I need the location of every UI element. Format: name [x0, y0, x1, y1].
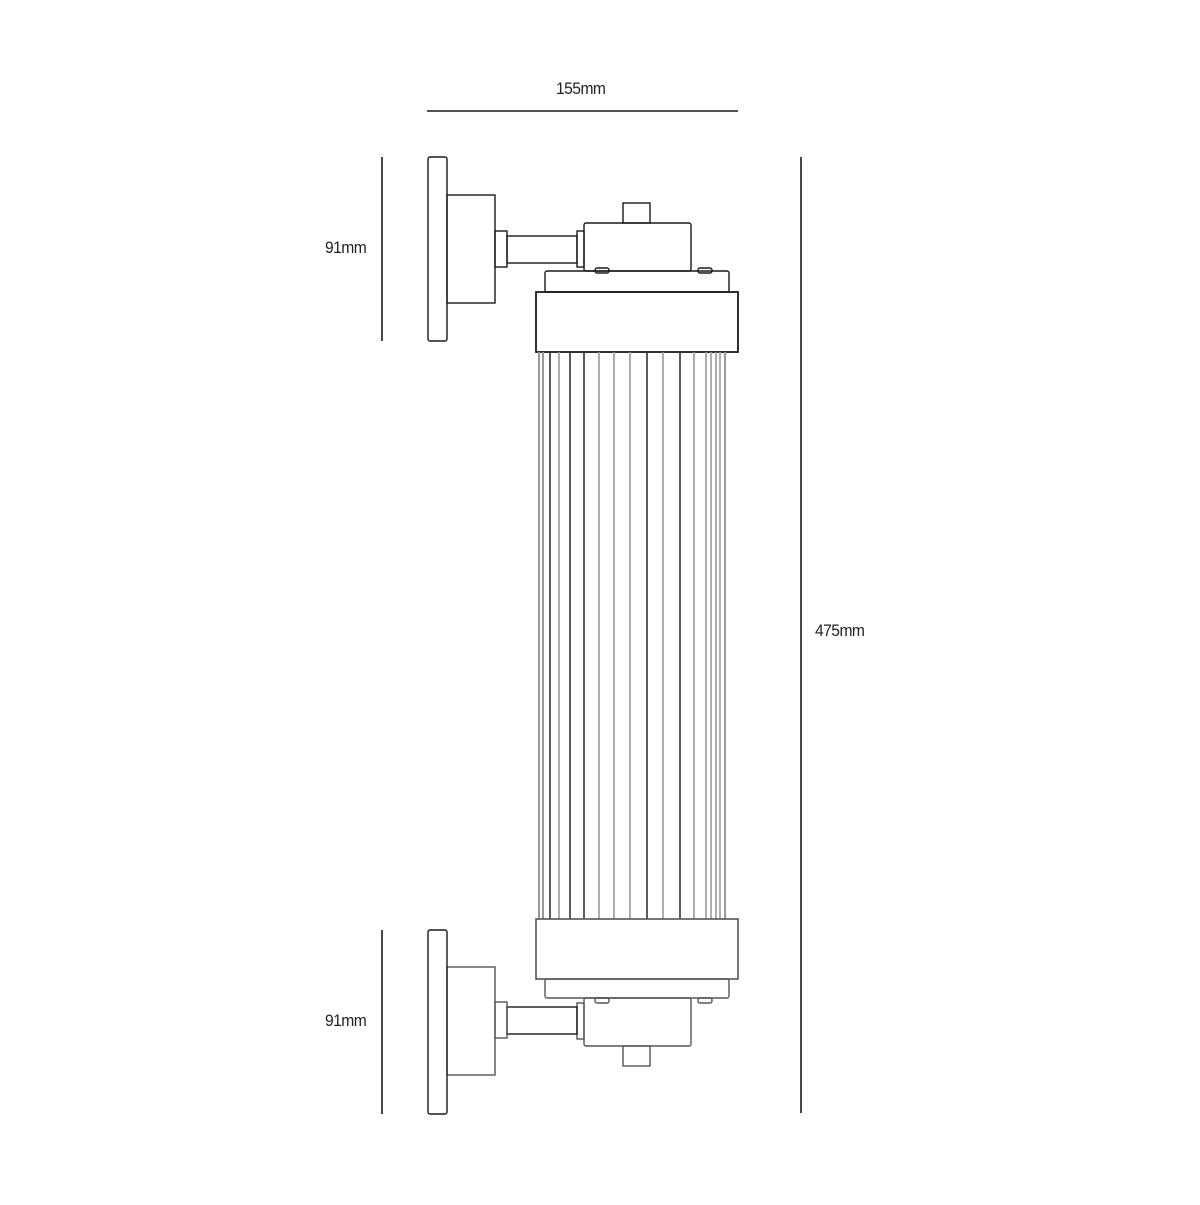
top-wall-mount	[427, 156, 730, 342]
top-backplate-dimension-label: 91mm	[325, 238, 367, 257]
bottom-collar	[535, 918, 739, 980]
ribbed-glass-tube	[538, 352, 726, 919]
width-dimension-label: 155mm	[556, 79, 606, 98]
height-dimension-label: 475mm	[815, 621, 865, 640]
top-collar	[535, 291, 739, 353]
bottom-backplate-dimension-label: 91mm	[325, 1011, 367, 1030]
bottom-wall-mount	[427, 929, 730, 1115]
